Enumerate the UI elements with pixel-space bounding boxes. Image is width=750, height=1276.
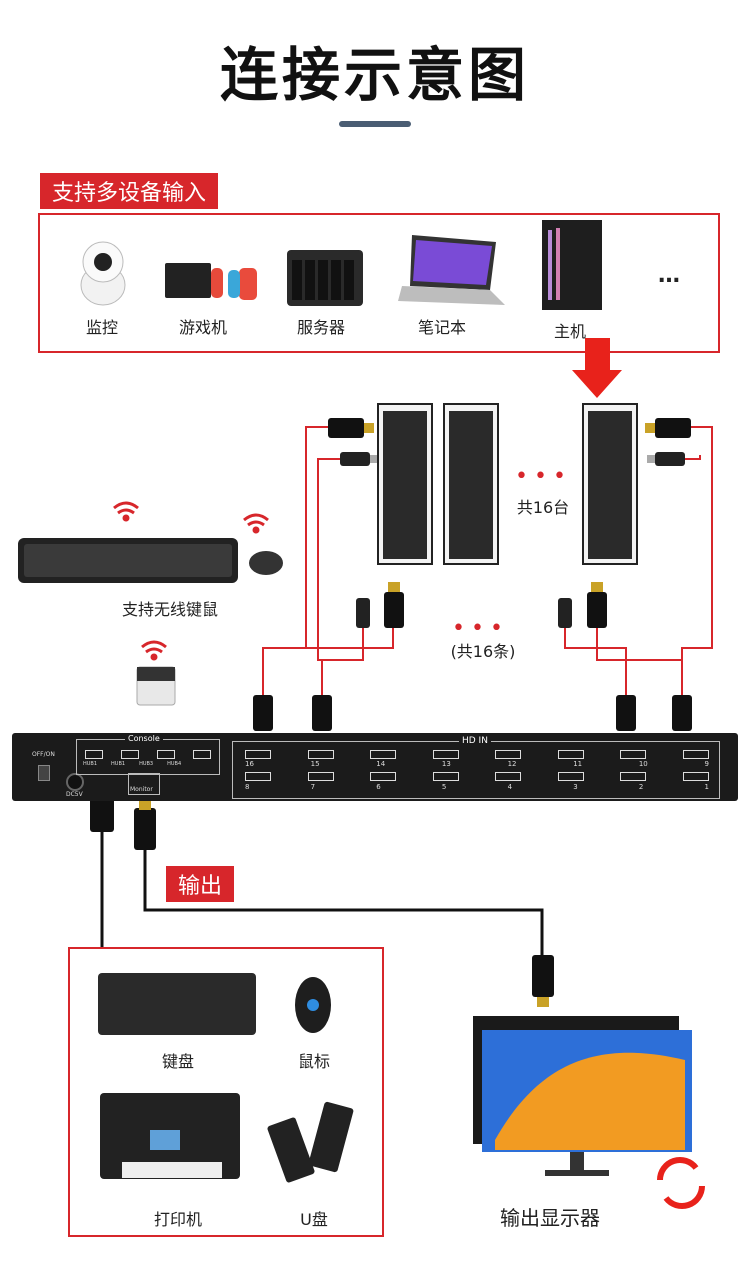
title-underline <box>339 121 411 127</box>
camera-icon <box>80 241 126 306</box>
usb-port[interactable] <box>85 750 103 759</box>
server-icon <box>287 250 363 306</box>
hd-in-panel: HD IN 16 15 14 13 12 11 10 9 <box>232 736 720 799</box>
device-label-console: 游戏机 <box>178 318 227 337</box>
hdmi-port[interactable] <box>307 750 334 759</box>
mouse-icon <box>295 977 331 1033</box>
monitor-icon <box>473 1016 692 1176</box>
kvm-switch: OFF/ON DC5V Console HUB1 HUB1 HUB3 HUB4 … <box>12 733 738 801</box>
usb-drive-icon <box>267 1101 354 1183</box>
port-number: 12 <box>507 760 517 768</box>
device-label-tower: 主机 <box>553 322 586 341</box>
port-number: 2 <box>638 783 644 791</box>
hdmi-port[interactable] <box>557 750 584 759</box>
output-label-mouse: 鼠标 <box>297 1052 330 1071</box>
keyboard-icon <box>98 973 256 1035</box>
usb-port[interactable] <box>121 750 139 759</box>
hdmi-port[interactable] <box>245 772 271 781</box>
pc-tower-2 <box>443 403 499 565</box>
dc-label: DC5V <box>66 791 83 798</box>
port-number: 1 <box>704 783 709 791</box>
dc-jack <box>66 773 84 791</box>
port-number: 13 <box>441 760 451 768</box>
usb-port[interactable] <box>157 750 175 759</box>
port-number: 15 <box>310 760 320 768</box>
device-label-camera: 监控 <box>85 318 118 337</box>
hub-label: HUB3 <box>139 761 154 767</box>
power-label: OFF/ON <box>32 751 55 758</box>
desktop-tower-icon <box>542 220 602 310</box>
hdmi-port[interactable] <box>245 750 271 759</box>
wireless-mouse-icon <box>249 551 283 575</box>
output-section-tag: 输出 <box>166 866 235 902</box>
hub-label: HUB1 <box>83 761 98 767</box>
hdmi-port[interactable] <box>432 750 459 759</box>
game-console-icon <box>165 263 257 300</box>
page-title: 连接示意图 <box>219 41 530 109</box>
port-number: 14 <box>376 760 386 768</box>
port-number: 6 <box>376 783 381 791</box>
hdmi-port[interactable] <box>682 750 709 759</box>
hdmi-port[interactable] <box>682 772 709 781</box>
console-panel: Console HUB1 HUB1 HUB3 HUB4 <box>76 734 220 775</box>
wifi-icon <box>113 501 269 661</box>
hdmi-port[interactable] <box>495 772 522 781</box>
port-number: 9 <box>704 760 709 768</box>
device-label-laptop: 笔记本 <box>417 318 466 337</box>
arrow-down-icon <box>572 338 622 398</box>
wireless-label: 支持无线键鼠 <box>121 600 218 619</box>
hub-label: HUB1 <box>111 761 126 767</box>
pc-tower-16 <box>582 403 638 565</box>
device-label-server: 服务器 <box>296 318 345 337</box>
monitor-port[interactable]: Monitor <box>128 773 160 795</box>
rotate-icon <box>657 1157 705 1209</box>
laptop-icon <box>398 235 505 305</box>
printer-icon <box>100 1093 240 1179</box>
hdmi-port[interactable] <box>620 750 647 759</box>
pc-ellipsis: ••• <box>515 464 572 489</box>
port-number: 16 <box>245 760 254 768</box>
output-devices-box <box>68 947 384 1237</box>
more-devices: … <box>658 263 682 288</box>
hdmi-port[interactable] <box>557 772 584 781</box>
port-number: 11 <box>573 760 583 768</box>
port-number: 10 <box>638 760 648 768</box>
hdmi-port[interactable] <box>370 772 397 781</box>
port-number: 4 <box>507 783 513 791</box>
input-devices-box <box>38 213 720 353</box>
port-number: 8 <box>245 783 250 791</box>
output-label-printer: 打印机 <box>153 1210 202 1229</box>
output-label-keyboard: 键盘 <box>161 1052 194 1071</box>
hdmi-port[interactable] <box>432 772 459 781</box>
hub-label: HUB4 <box>167 761 182 767</box>
hdmi-port[interactable] <box>307 772 334 781</box>
port-number: 3 <box>573 783 578 791</box>
monitor-port-label: Monitor <box>130 786 153 793</box>
port-number: 5 <box>441 783 447 791</box>
cable-count-label: (共16条) <box>450 642 516 661</box>
console-label: Console <box>125 734 163 743</box>
hdmi-port[interactable] <box>370 750 397 759</box>
output-label-usb: U盘 <box>300 1210 328 1229</box>
wireless-keyboard-icon <box>18 538 238 583</box>
hdin-label: HD IN <box>459 736 491 746</box>
pc-tower-1 <box>377 403 433 565</box>
hdmi-port[interactable] <box>620 772 647 781</box>
pc-count-label: 共16台 <box>516 498 570 517</box>
input-section-tag: 支持多设备输入 <box>40 173 219 209</box>
usb-port[interactable] <box>193 750 211 759</box>
output-monitor-label: 输出显示器 <box>500 1206 600 1230</box>
cable-ellipsis: ••• <box>452 616 509 641</box>
power-switch[interactable] <box>38 765 50 781</box>
port-number: 7 <box>310 783 316 791</box>
hdmi-port[interactable] <box>495 750 522 759</box>
